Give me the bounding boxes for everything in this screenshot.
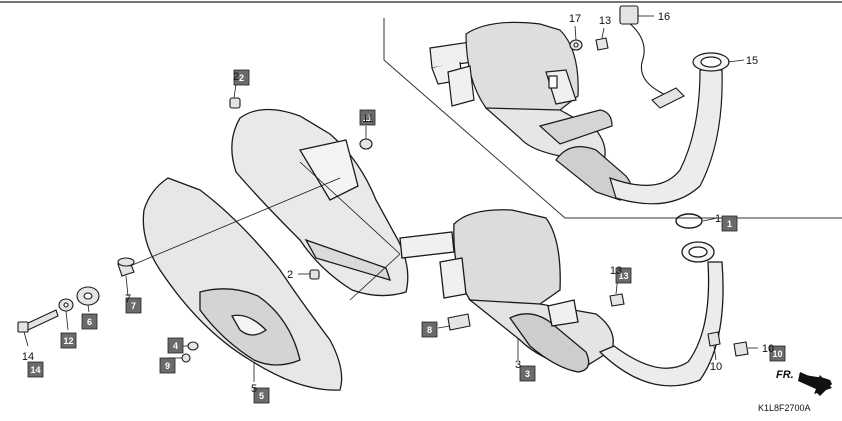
callout-box-12 [60, 332, 77, 349]
callout-box-7 [125, 297, 142, 314]
callout-number-16: 16 [658, 11, 670, 23]
front-direction-arrow [798, 372, 832, 396]
callout-number-10: 10 [762, 343, 774, 355]
callout-box-5 [253, 387, 270, 404]
callout-box-11 [359, 109, 376, 126]
hardware-parts [17, 97, 749, 363]
callout-number-1: 1 [715, 213, 721, 225]
callout-box-label-2: 2 [239, 73, 244, 83]
callout-box-label-13: 13 [618, 271, 628, 281]
callout-box-label-11: 11 [363, 113, 373, 123]
inset-hardware [569, 37, 609, 51]
callout-number-2: 2 [233, 71, 239, 83]
callout-number-17: 17 [569, 13, 581, 25]
direction-label: FR. [776, 369, 794, 381]
callout-box-3 [519, 365, 536, 382]
callout-number-3: 3 [515, 359, 521, 371]
callout-box-label-12: 12 [63, 336, 73, 346]
callout-number-2: 2 [287, 269, 293, 281]
callout-number-5: 5 [251, 383, 257, 395]
inset-muffler [429, 21, 730, 205]
callout-box-6 [81, 313, 98, 330]
callout-box-4 [167, 337, 184, 354]
callout-box-10 [769, 345, 786, 362]
callout-box-label-9: 9 [165, 361, 170, 371]
callout-box-label-4: 4 [173, 341, 178, 351]
callout-number-13: 13 [599, 15, 611, 27]
leader-lines [23, 15, 758, 382]
diagram-code: K1L8F2700A [758, 403, 811, 413]
inset-o2-sensor [619, 5, 685, 109]
callout-box-label-3: 3 [525, 369, 530, 379]
callout-number-7: 7 [125, 293, 131, 305]
callout-box-label-10: 10 [772, 349, 782, 359]
callout-number-11: 11 [362, 113, 373, 125]
callout-box-label-6: 6 [87, 317, 92, 327]
callout-box-14 [27, 361, 44, 378]
gasket-ring [675, 213, 703, 229]
callout-box-label-5: 5 [259, 391, 264, 401]
main-muffler [399, 209, 724, 387]
callout-box-8 [421, 321, 438, 338]
callout-box-1 [721, 215, 738, 232]
inset-frame [383, 18, 842, 219]
callout-number-14: 14 [22, 351, 34, 363]
callout-number-15: 15 [746, 55, 758, 67]
callout-box-label-14: 14 [30, 365, 40, 375]
callout-box-2 [233, 69, 250, 86]
heat-shield-cover [142, 177, 343, 391]
callout-box-label-8: 8 [427, 325, 432, 335]
callout-box-13 [615, 267, 632, 284]
callout-number-10: 10 [710, 361, 722, 373]
callout-number-13: 13 [610, 265, 622, 277]
inner-heat-shield [231, 108, 409, 297]
callout-box-9 [159, 357, 176, 374]
callout-box-label-1: 1 [727, 219, 732, 229]
callout-box-label-7: 7 [131, 301, 136, 311]
